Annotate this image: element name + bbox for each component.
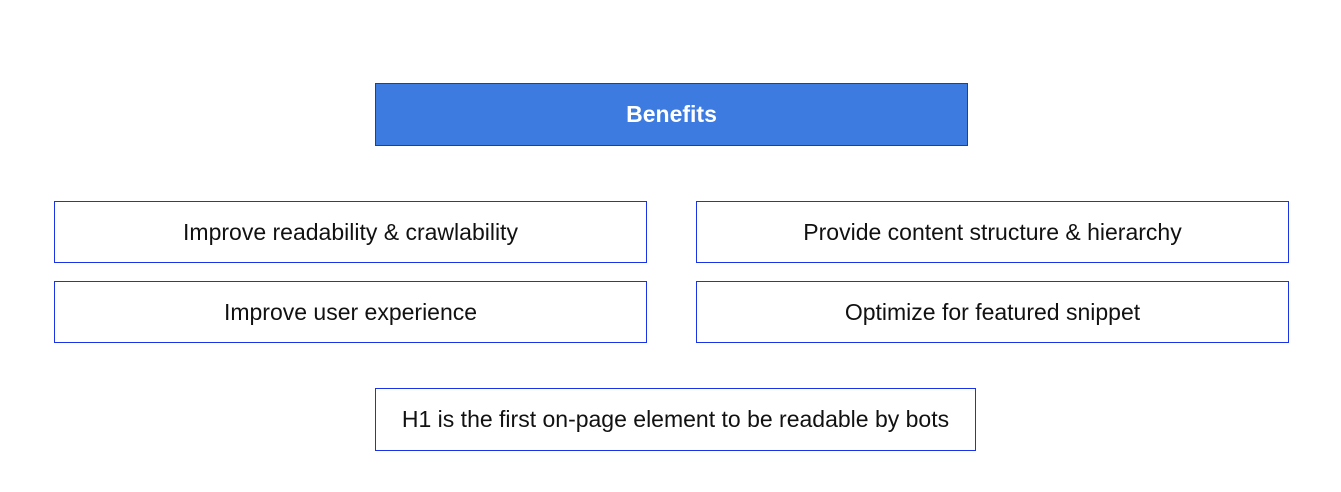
benefit-box-user-experience: Improve user experience <box>54 281 647 343</box>
footer-note-label: H1 is the first on-page element to be re… <box>401 406 950 432</box>
benefit-box-featured-snippet: Optimize for featured snippet <box>696 281 1289 343</box>
benefit-label: Optimize for featured snippet <box>844 298 1141 325</box>
benefits-header-label: Benefits <box>626 101 717 127</box>
benefit-label: Provide content structure & hierarchy <box>803 218 1182 245</box>
benefit-box-readability: Improve readability & crawlability <box>54 201 647 263</box>
benefit-label: Improve readability & crawlability <box>183 218 518 245</box>
footer-note-box: H1 is the first on-page element to be re… <box>375 388 976 451</box>
benefit-label: Improve user experience <box>223 298 478 325</box>
benefit-box-structure: Provide content structure & hierarchy <box>696 201 1289 263</box>
benefits-header-box: Benefits <box>375 83 968 146</box>
